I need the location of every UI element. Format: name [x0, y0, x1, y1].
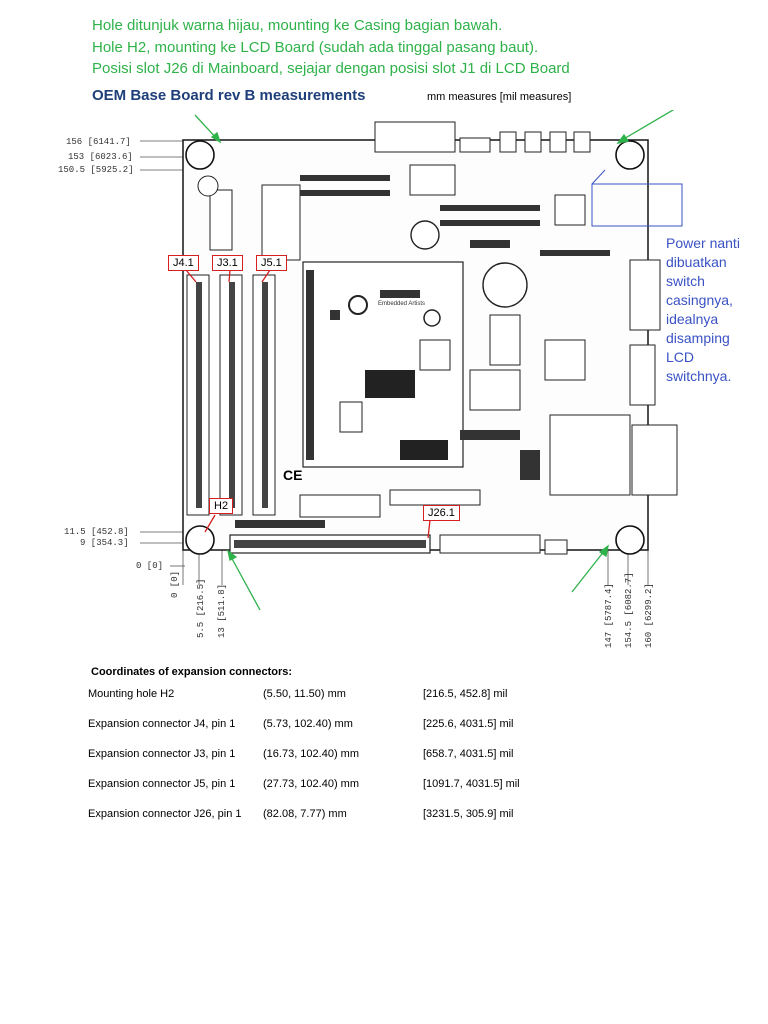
- dim-left-156: 156 [6141.7]: [66, 137, 131, 147]
- table-row: Expansion connector J4, pin 1 (5.73, 102…: [88, 718, 514, 730]
- label-j4: J4.1: [168, 255, 199, 271]
- dim-bottom-160: 160 [6299.2]: [644, 583, 654, 648]
- table-row: Expansion connector J3, pin 1 (16.73, 10…: [88, 748, 514, 760]
- dim-bottom-5-5: 5.5 [216.5]: [196, 578, 206, 638]
- power-note: Power nanti dibuatkan switch casingnya, …: [666, 235, 740, 384]
- dim-bottom-147: 147 [5787.4]: [604, 583, 614, 648]
- dim-bottom-154-5: 154.5 [6082.7]: [624, 572, 634, 648]
- label-h2: H2: [209, 498, 234, 514]
- units-note: mm measures [mil measures]: [427, 91, 572, 103]
- mounting-holes: [185, 140, 645, 555]
- coords-title: Coordinates of expansion connectors:: [91, 666, 293, 678]
- dim-bottom-0: 0 [0]: [170, 570, 180, 598]
- table-row: Mounting hole H2 (5.50, 11.50) mm [216.5…: [88, 688, 508, 700]
- ce-mark: CE: [283, 467, 302, 483]
- dim-left-150: 150.5 [5925.2]: [58, 165, 134, 175]
- dim-left-0: 0 [0]: [136, 561, 164, 571]
- power-switch-area: [591, 183, 683, 227]
- table-row: Expansion connector J26, pin 1 (82.08, 7…: [88, 808, 514, 820]
- dim-bottom-13: 13 [511.8]: [217, 583, 227, 638]
- board-drawing: CE Embedded Artists: [140, 110, 683, 611]
- table-row: Expansion connector J5, pin 1 (27.73, 10…: [88, 778, 520, 790]
- dim-left-9: 9 [354.3]: [80, 538, 129, 548]
- label-j3: J3.1: [212, 255, 243, 271]
- dim-left-11-5: 11.5 [452.8]: [64, 527, 129, 537]
- note-line-1: Hole ditunjuk warna hijau, mounting ke C…: [92, 17, 503, 34]
- coords-table: Mounting hole H2 (5.50, 11.50) mm [216.5…: [88, 688, 573, 838]
- note-line-2: Hole H2, mounting ke LCD Board (sudah ad…: [92, 39, 539, 56]
- page-title: OEM Base Board rev B measurements: [92, 87, 366, 104]
- dim-left-153: 153 [6023.6]: [68, 152, 133, 162]
- note-line-3: Posisi slot J26 di Mainboard, sejajar de…: [92, 60, 570, 77]
- brand-text: Embedded Artists: [378, 301, 425, 307]
- label-j26: J26.1: [423, 505, 460, 521]
- label-j5: J5.1: [256, 255, 287, 271]
